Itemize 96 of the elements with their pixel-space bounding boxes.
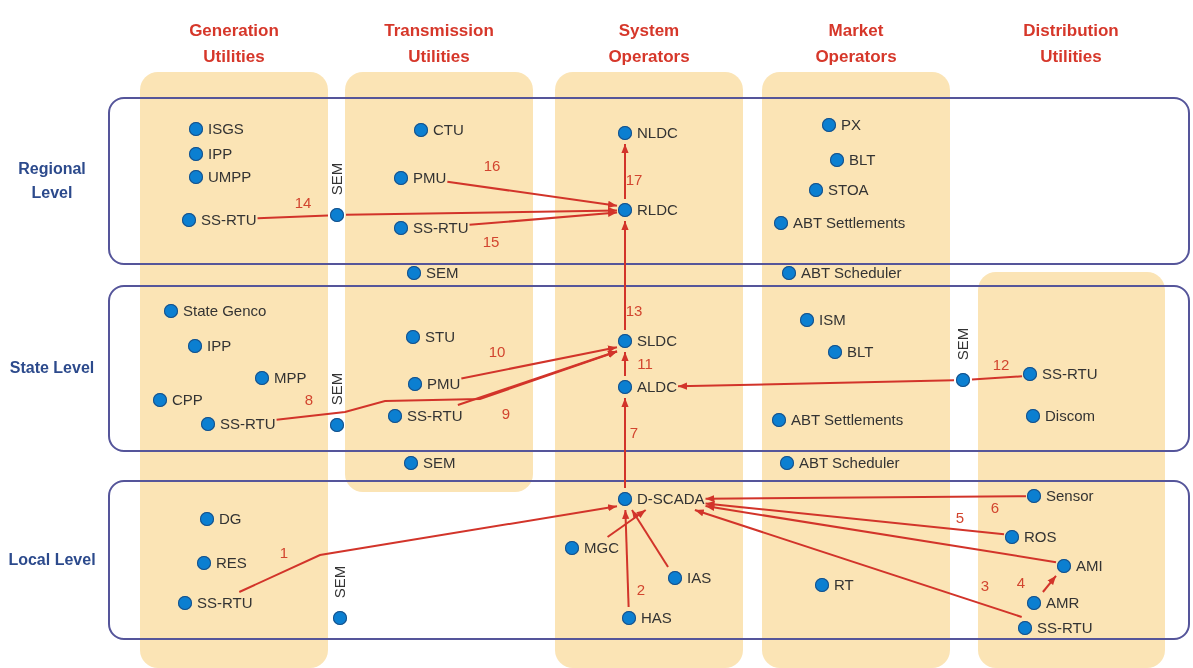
edge-label: 8 [304,391,314,409]
edge-label: 2 [636,581,646,599]
node-label: SEM [329,372,345,406]
node-label: RES [216,554,247,572]
edge-label: 13 [625,302,643,320]
node-label: SS-RTU [1042,365,1098,383]
node-label: CTU [433,121,464,139]
arrow [606,509,647,538]
node-label: SS-RTU [220,415,276,433]
connector-line [256,214,329,220]
node-label: SS-RTU [407,407,463,425]
node-label: NLDC [637,124,678,142]
node-label: PMU [427,375,461,393]
edge-label: 3 [980,577,990,595]
node-label: UMPP [208,168,252,186]
column-heading: Distribution Utilities [1022,20,1120,68]
arrow [621,143,629,200]
node-label: DG [219,510,242,528]
node-label: ABT Scheduler [799,454,900,472]
arrow [704,495,1027,503]
node-label: ABT Settlements [793,214,906,232]
arrow [460,345,618,380]
node-label: Discom [1045,407,1095,425]
arrow [1041,574,1057,593]
edge-label: 1 [279,544,289,562]
node-label: State Genco [183,302,267,320]
level-heading: Local Level [7,550,97,570]
edge-label: 15 [482,233,500,251]
edge-label: 6 [990,499,1000,517]
arrow [446,180,618,208]
edge-label: 14 [294,194,312,212]
arrow [630,509,670,568]
connector-line [971,375,1023,381]
node-label: SEM [329,162,345,196]
node-label: SS-RTU [1037,619,1093,637]
column-heading: Generation Utilities [188,20,280,68]
arrow [693,509,1023,618]
arrow [677,379,955,390]
arrow [621,397,629,489]
column-heading: Market Operators [814,20,898,68]
node-label: ABT Settlements [791,411,904,429]
node-label: IPP [207,337,232,355]
level-heading: Regional Level [17,159,87,203]
node-label: STU [425,328,455,346]
node-label: SEM [423,454,456,472]
edge-label: 9 [501,405,511,423]
edge-label: 10 [488,343,506,361]
node-label: AMR [1046,594,1080,612]
edge-label: 12 [992,356,1010,374]
node-label: SS-RTU [197,594,253,612]
node-label: MPP [274,369,307,387]
node-label: ISGS [208,120,244,138]
node-label: SEM [426,264,459,282]
node-label: RLDC [637,201,678,219]
node-label: ABT Scheduler [801,264,902,282]
node-label: RT [834,576,854,594]
edge-label: 11 [637,355,653,373]
node-label: SEM [332,565,348,599]
node-label: PX [841,116,861,134]
node-label: BLT [847,343,874,361]
node-label: Sensor [1046,487,1094,505]
node-label: BLT [849,151,876,169]
node-label: SS-RTU [413,219,469,237]
arrow [345,207,618,216]
node-label: ISM [819,311,846,329]
arrow [275,350,618,421]
node-label: AMI [1076,557,1103,575]
node-label: ALDC [637,378,677,396]
node-label: IAS [687,569,712,587]
column-heading: Transmission Utilities [383,20,495,68]
arrow [621,220,629,331]
node-label: PMU [413,169,447,187]
arrow [622,509,630,608]
edge-label: 16 [483,157,501,175]
arrow [468,209,618,226]
edge-label: 7 [629,424,639,442]
node-label: SS-RTU [201,211,257,229]
column-heading: System Operators [607,20,691,68]
node-label: IPP [208,145,233,163]
node-label: CPP [172,391,203,409]
level-heading: State Level [8,358,96,378]
node-label: STOA [828,181,869,199]
edge-label: 4 [1016,574,1026,592]
node-label: SEM [955,327,971,361]
node-label: D-SCADA [637,490,705,508]
edge-label: 5 [955,509,965,527]
arrow [704,503,1057,564]
node-label: HAS [641,609,672,627]
arrow [456,350,618,406]
node-label: ROS [1024,528,1057,546]
arrow [704,500,1005,536]
node-label: MGC [584,539,619,557]
arrow [621,351,629,377]
arrow [238,504,618,593]
edge-label: 17 [625,171,643,189]
node-label: SLDC [637,332,677,350]
